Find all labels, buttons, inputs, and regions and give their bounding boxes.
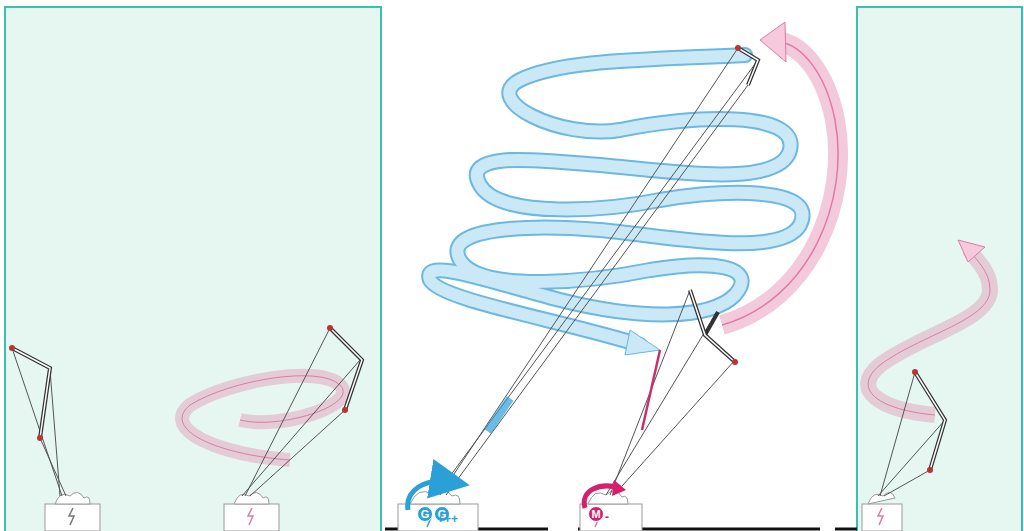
return-arrow	[722, 42, 838, 325]
node-letter: G	[421, 508, 430, 520]
power-label: -	[605, 510, 609, 524]
reel-in-ribbon	[868, 250, 990, 415]
power-symbol	[878, 508, 883, 525]
tether-reel-out-arrow	[485, 396, 514, 434]
ground-station	[45, 492, 902, 531]
power-label: +++	[437, 512, 458, 526]
kite-wing	[330, 328, 362, 410]
kite-tether	[878, 372, 945, 496]
right-panel	[857, 7, 1022, 531]
generator-circle: M	[588, 506, 604, 522]
kite-tether	[606, 290, 735, 495]
node-letter: M	[591, 508, 600, 520]
kite-wing	[738, 48, 758, 85]
generator-circle: G	[417, 506, 433, 522]
kite-wing	[12, 348, 50, 438]
ground-station	[398, 489, 642, 531]
left-panel	[5, 7, 381, 531]
kite-wing	[915, 372, 945, 470]
reel-in-ribbon	[182, 376, 343, 460]
kite-tether	[436, 48, 758, 495]
tether-reel-in-arrow	[642, 350, 660, 430]
kite-tether	[12, 348, 66, 496]
power-symbol	[69, 508, 74, 525]
power-symbol	[248, 508, 253, 525]
kite-tether	[242, 328, 360, 496]
